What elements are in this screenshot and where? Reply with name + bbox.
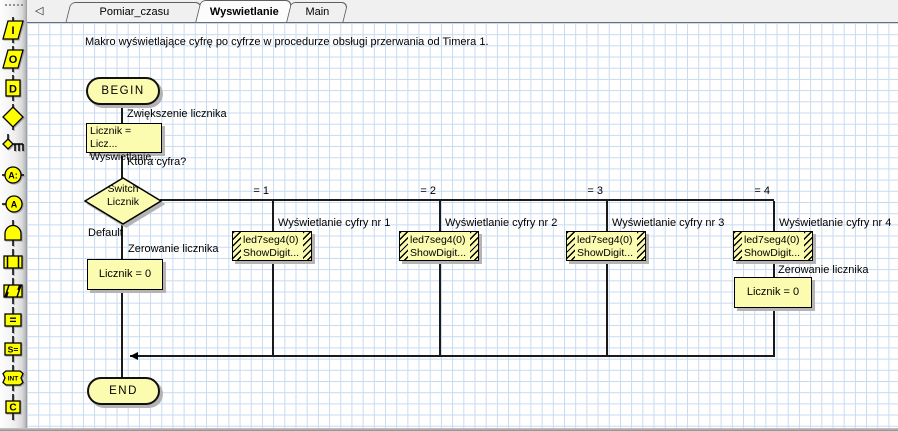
decision-icon[interactable] (2, 104, 24, 130)
component-macro-node[interactable]: led7seg4(0) ShowDigit... (232, 231, 312, 261)
interrupt-icon[interactable]: INT (2, 365, 24, 391)
case-label: = 2 (420, 185, 436, 197)
calculation-icon[interactable]: = (2, 307, 24, 333)
zero-counter-label: Zerowanie licznika (778, 264, 869, 276)
macro-tab-bar: ◁ Pomiar_czasu Main Wyswietlanie (27, 0, 898, 23)
increment-label: Zwiększenie licznika (127, 108, 227, 120)
goto-connection-icon[interactable]: A (2, 191, 24, 217)
svg-text:A: A (11, 200, 18, 210)
macro-description: Makro wyświetlające cyfrę po cyfrze w pr… (85, 36, 489, 48)
branch-label: Wyświetlanie cyfry nr 2 (445, 217, 558, 229)
switch-branch-bus (160, 199, 774, 201)
connector (121, 104, 123, 124)
switch-question-label: Która cyfra? (127, 156, 187, 168)
branch3-connector (606, 201, 608, 357)
merge-line (130, 355, 774, 357)
branch2-connector (439, 201, 441, 357)
calculation-node[interactable]: Licznik = Licz... Wyswietlanie... (86, 123, 162, 163)
call-macro-icon[interactable] (2, 249, 24, 275)
tab-main[interactable]: Main (285, 2, 349, 22)
connection-point-icon[interactable]: A: (2, 162, 24, 188)
branch-label: Wyświetlanie cyfry nr 1 (278, 217, 391, 229)
calculation-node[interactable]: Licznik = 0 (87, 259, 163, 290)
macro-icon[interactable] (2, 220, 24, 246)
branch-label: Wyświetlanie cyfry nr 4 (779, 217, 892, 229)
svg-text:I: I (11, 25, 14, 37)
end-node[interactable]: END (87, 377, 160, 405)
tab-pomiar-czasu[interactable]: Pomiar_czasu (65, 2, 203, 22)
tab-wyswietlanie[interactable]: Wyswietlanie (195, 0, 293, 22)
component-macro-node[interactable]: led7seg4(0) ShowDigit... (566, 231, 646, 261)
output-icon[interactable]: O (2, 46, 24, 72)
svg-text:=: = (9, 313, 16, 327)
tab-scroll-left-button[interactable]: ◁ (35, 5, 44, 17)
branch-label: Wyświetlanie cyfry nr 3 (612, 217, 725, 229)
string-icon[interactable]: S= (2, 336, 24, 362)
case-label: = 4 (754, 185, 770, 197)
c-code-icon[interactable]: C (2, 394, 24, 420)
input-icon[interactable]: I (2, 17, 24, 43)
flowchart-canvas[interactable]: Makro wyświetlające cyfrę po cyfrze w pr… (27, 23, 898, 428)
connector (121, 152, 123, 178)
component-macro-node[interactable]: led7seg4(0) ShowDigit... (733, 231, 813, 261)
connector-main (121, 222, 123, 378)
switch-node-text: Switch Licznik (106, 183, 140, 208)
branch1-connector (272, 201, 274, 357)
window-bottom-edge (0, 428, 898, 431)
svg-text:INT: INT (8, 376, 19, 383)
default-case-label: Default (88, 227, 123, 239)
component-macro-node[interactable]: led7seg4(0) ShowDigit... (399, 231, 479, 261)
calculation-node[interactable]: Licznik = 0 (734, 277, 812, 308)
svg-text:D: D (9, 84, 17, 96)
toolbar-drag-handle[interactable] (4, 4, 23, 6)
switch-icon[interactable] (2, 133, 24, 159)
svg-text:S=: S= (8, 345, 19, 355)
zero-counter-label: Zerowanie licznika (128, 243, 219, 255)
case-label: = 1 (253, 185, 269, 197)
svg-text:O: O (9, 54, 18, 66)
svg-text:C: C (9, 403, 16, 414)
svg-text:A:: A: (8, 171, 18, 181)
component-macro-icon[interactable] (2, 278, 24, 304)
delay-icon[interactable]: D (2, 75, 24, 101)
switch-node[interactable] (84, 177, 162, 225)
case-label: = 3 (587, 185, 603, 197)
shape-toolbar: I O D A: A (0, 0, 27, 431)
begin-node[interactable]: BEGIN (86, 77, 160, 105)
merge-arrow (130, 352, 138, 360)
